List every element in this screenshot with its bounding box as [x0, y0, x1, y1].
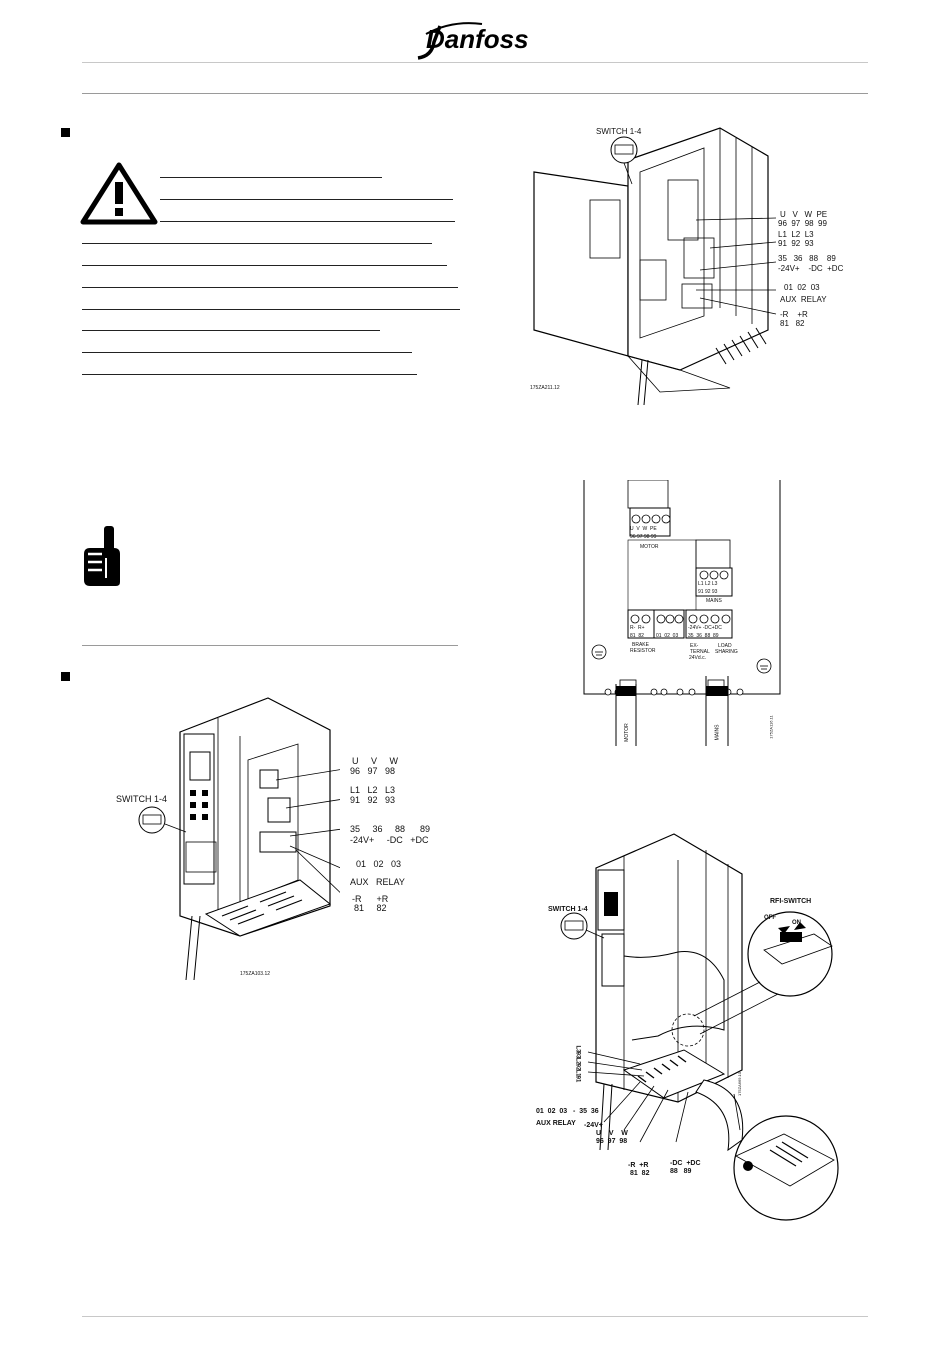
fig1-dc-terminals: 35 36 88 89 — [778, 254, 836, 263]
fig2-mains-header: L1 L2 L3 — [698, 581, 718, 587]
fig3-motor-numbers: 96 97 98 — [350, 766, 396, 776]
fig2-cable-motor: MOTOR — [623, 723, 630, 742]
fig4-off-label: OFF — [764, 915, 776, 921]
fig2-ext-header: -24V+ -DC+DC — [688, 625, 722, 631]
warning-text-line — [160, 177, 382, 178]
fig4-brake-label: -R +R — [628, 1162, 649, 1169]
fig3-brake-terminals: -R +R — [352, 894, 389, 904]
warning-icon — [80, 162, 158, 226]
fig2-cable-mains: MAINS — [714, 724, 721, 741]
fig4-aux-relay: AUX RELAY — [536, 1120, 576, 1127]
fig1-relay-label: AUX RELAY — [780, 295, 827, 304]
fig3-brake-numbers: 81 82 — [354, 903, 387, 913]
fig4-24v-label: -24V+ — [584, 1122, 603, 1129]
fig2-external-label-2: TERNAL — [690, 649, 710, 655]
warning-text-line — [160, 199, 453, 200]
warning-text-line — [82, 265, 447, 266]
fig1-drawing-code: 175ZA211.12 — [530, 385, 560, 391]
fig2-brake-label-2: RESISTOR — [630, 648, 656, 654]
fig3-motor-terminals: U V W — [352, 756, 399, 766]
note-hand-icon — [80, 524, 124, 588]
header-rule-top — [82, 62, 868, 63]
fig3-mains-terminals: L1 L2 L3 — [350, 785, 396, 795]
fig2-brake-header: R- R+ — [630, 625, 645, 631]
fig4-relay-terminals: 01 02 03 - 35 36 — [536, 1108, 599, 1115]
fig2-motor-label: MOTOR — [640, 544, 659, 550]
warning-text-line — [82, 309, 460, 310]
fig3-relay-label: AUX RELAY — [350, 877, 405, 887]
fig3-mains-numbers: 91 92 93 — [350, 795, 396, 805]
danfoss-logo: Danfoss — [412, 12, 542, 62]
fig4-uvw-label: U V W — [596, 1130, 628, 1137]
fig3-dc-labels: -24V+ -DC +DC — [350, 835, 429, 845]
warning-text-line — [82, 352, 412, 353]
fig2-relay-numbers: 01 02 03 — [656, 633, 679, 639]
svg-text:Danfoss: Danfoss — [426, 24, 529, 54]
figure-unit-open-door — [520, 120, 880, 410]
fig4-switch-label: SWITCH 1-4 — [548, 906, 588, 913]
footer-rule — [82, 1316, 868, 1317]
fig2-mains-numbers: 91 92 93 — [698, 589, 718, 595]
fig4-drawing-code: 175ZA669.10 — [737, 1071, 743, 1097]
fig2-motor-header: U V W PE — [630, 526, 657, 532]
danfoss-logo-graphic: Danfoss — [417, 22, 529, 60]
figure-unit-compact — [110, 690, 351, 985]
fig3-dc-terminals: 35 36 88 89 — [350, 824, 431, 834]
fig1-mains-terminals: L1 L2 L3 — [778, 230, 814, 239]
fig1-brake-numbers: 81 82 — [780, 319, 805, 328]
fig2-external-label-3: 24Vd.c. — [689, 655, 706, 661]
fig4-dc-numbers: 88 89 — [670, 1168, 692, 1175]
fig2-load-label-2: SHARING — [715, 649, 738, 655]
fig2-external-label-1: EX- — [690, 643, 699, 649]
fig4-n91-label: 91 — [574, 1075, 581, 1083]
figure-terminal-plate — [582, 479, 782, 750]
warning-text-line — [82, 330, 380, 331]
section-divider — [82, 645, 458, 646]
fig3-drawing-code: 175ZA103.12 — [240, 971, 271, 977]
figure-unit-rfi — [528, 830, 868, 1230]
warning-text-line — [82, 287, 458, 288]
fig2-load-label-1: LOAD — [718, 643, 732, 649]
fig3-relay-terminals: 01 02 03 — [356, 859, 402, 869]
fig1-brake-terminals: -R +R — [780, 310, 808, 319]
section-bullet-1 — [61, 128, 70, 137]
fig2-brake-numbers: 81 82 — [630, 633, 644, 639]
fig2-drawing-code: 175ZA116.11 — [768, 715, 774, 739]
fig1-motor-numbers: 96 97 98 99 — [778, 219, 827, 228]
fig4-on-label: ON — [792, 920, 801, 926]
fig4-rfi-label: RFI-SWITCH — [770, 898, 812, 905]
warning-text-line — [82, 374, 417, 375]
section-bullet-2 — [61, 672, 70, 681]
fig1-mains-numbers: 91 92 93 — [778, 239, 814, 248]
warning-text-line — [160, 221, 455, 222]
fig4-brake-numbers: 81 82 — [630, 1170, 650, 1177]
fig2-brake-label-1: BRAKE — [632, 642, 649, 648]
header-rule-bottom — [82, 93, 868, 94]
fig2-motor-numbers: 96 97 98 99 — [630, 534, 657, 540]
fig1-dc-labels: -24V+ -DC +DC — [778, 264, 844, 273]
fig1-relay-terminals: 01 02 03 — [784, 283, 820, 292]
fig3-switch-label: SWITCH 1-4 — [116, 794, 168, 804]
fig2-mains-label: MAINS — [706, 598, 722, 604]
fig1-switch-label: SWITCH 1-4 — [596, 127, 642, 136]
warning-text-line — [82, 243, 432, 244]
fig4-dc-label: -DC +DC — [670, 1160, 701, 1167]
fig4-uvw-numbers: 96 97 98 — [596, 1138, 628, 1145]
fig1-motor-terminals: U V W PE — [780, 210, 828, 219]
fig2-ext-numbers: 35 36 88 89 — [688, 633, 719, 639]
